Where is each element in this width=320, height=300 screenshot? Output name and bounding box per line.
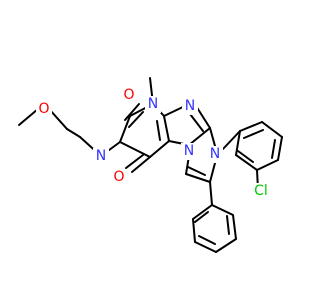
nitrogen-methyl-label: N (148, 96, 158, 112)
oxygen-carbonyl-bottom-label: O (113, 169, 124, 185)
molecule-structure: O O O N N N N N Cl (18, 77, 283, 253)
oxygen-carbonyl-top-label: O (123, 87, 134, 103)
nitrogen-n1-label: N (96, 148, 106, 164)
nitrogen-aryl-label: N (210, 146, 220, 162)
nitrogen-bridge-label: N (184, 143, 194, 159)
oxygen-ether-label: O (38, 101, 49, 117)
nitrogen-ring-top-label: N (185, 98, 195, 114)
atom-layer: O O O N N N N N Cl (36, 87, 272, 200)
chlorine-label: Cl (254, 183, 268, 199)
